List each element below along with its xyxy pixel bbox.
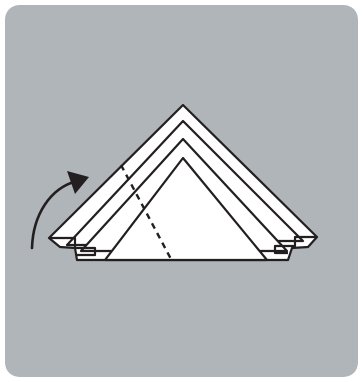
instruction-panel [5,5,358,377]
fold-diagram [5,5,358,377]
